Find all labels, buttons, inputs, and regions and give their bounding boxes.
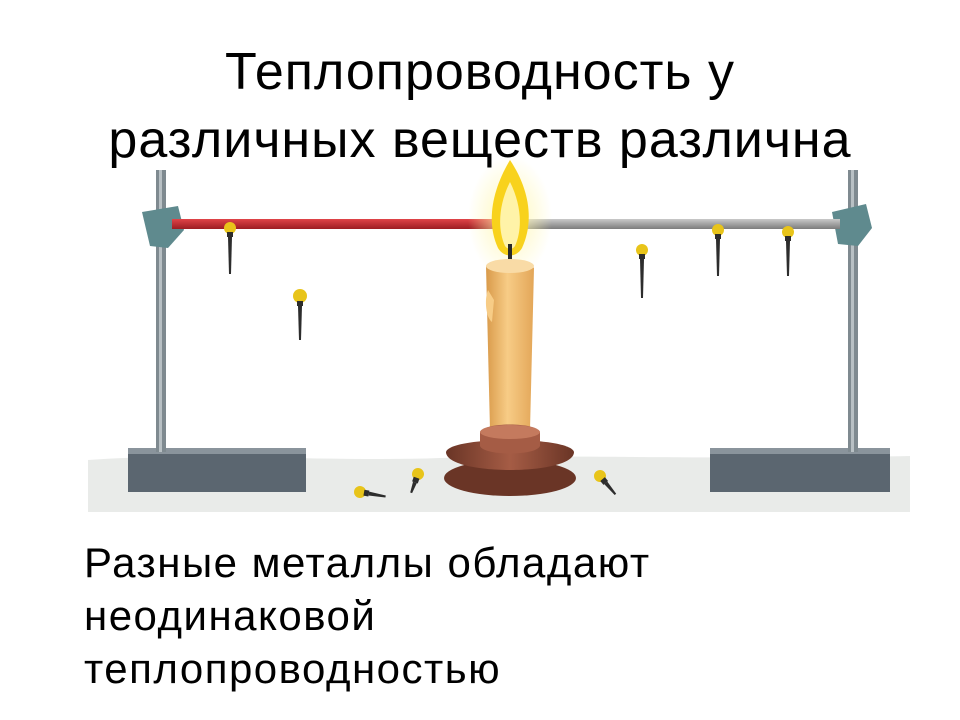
left-stand-base-top [128, 448, 306, 454]
tack [712, 224, 724, 276]
slide-caption: Разные металлы обладают неодинаковой теп… [84, 536, 884, 695]
caption-line-3: теплопроводностью [84, 645, 502, 692]
fallen-tacks [354, 468, 617, 498]
tack [782, 226, 794, 276]
falling-tack [293, 289, 307, 340]
left-stand [128, 170, 306, 492]
right-stand [710, 170, 890, 492]
tack [410, 468, 424, 494]
copper-rod [172, 219, 494, 229]
caption-line-1: Разные металлы обладают [84, 539, 651, 586]
left-stand-base [128, 448, 306, 492]
right-stand-base-top [710, 448, 890, 454]
candle-holder [444, 424, 576, 496]
tack [354, 486, 386, 498]
slide-title: Теплопроводность у различных веществ раз… [0, 38, 960, 174]
slide-title-line-1: Теплопроводность у [225, 43, 735, 101]
tack [636, 244, 648, 298]
steel-rod [514, 219, 840, 229]
left-clamp [142, 206, 184, 248]
attached-tacks [224, 222, 794, 298]
slide-title-line-2: различных веществ различна [108, 111, 852, 169]
candle-flame [468, 156, 552, 280]
candle [485, 259, 534, 430]
tack [594, 470, 617, 496]
caption-line-2: неодинаковой [84, 592, 377, 639]
right-clamp [832, 204, 872, 246]
tack [224, 222, 236, 274]
right-stand-base [710, 448, 890, 492]
